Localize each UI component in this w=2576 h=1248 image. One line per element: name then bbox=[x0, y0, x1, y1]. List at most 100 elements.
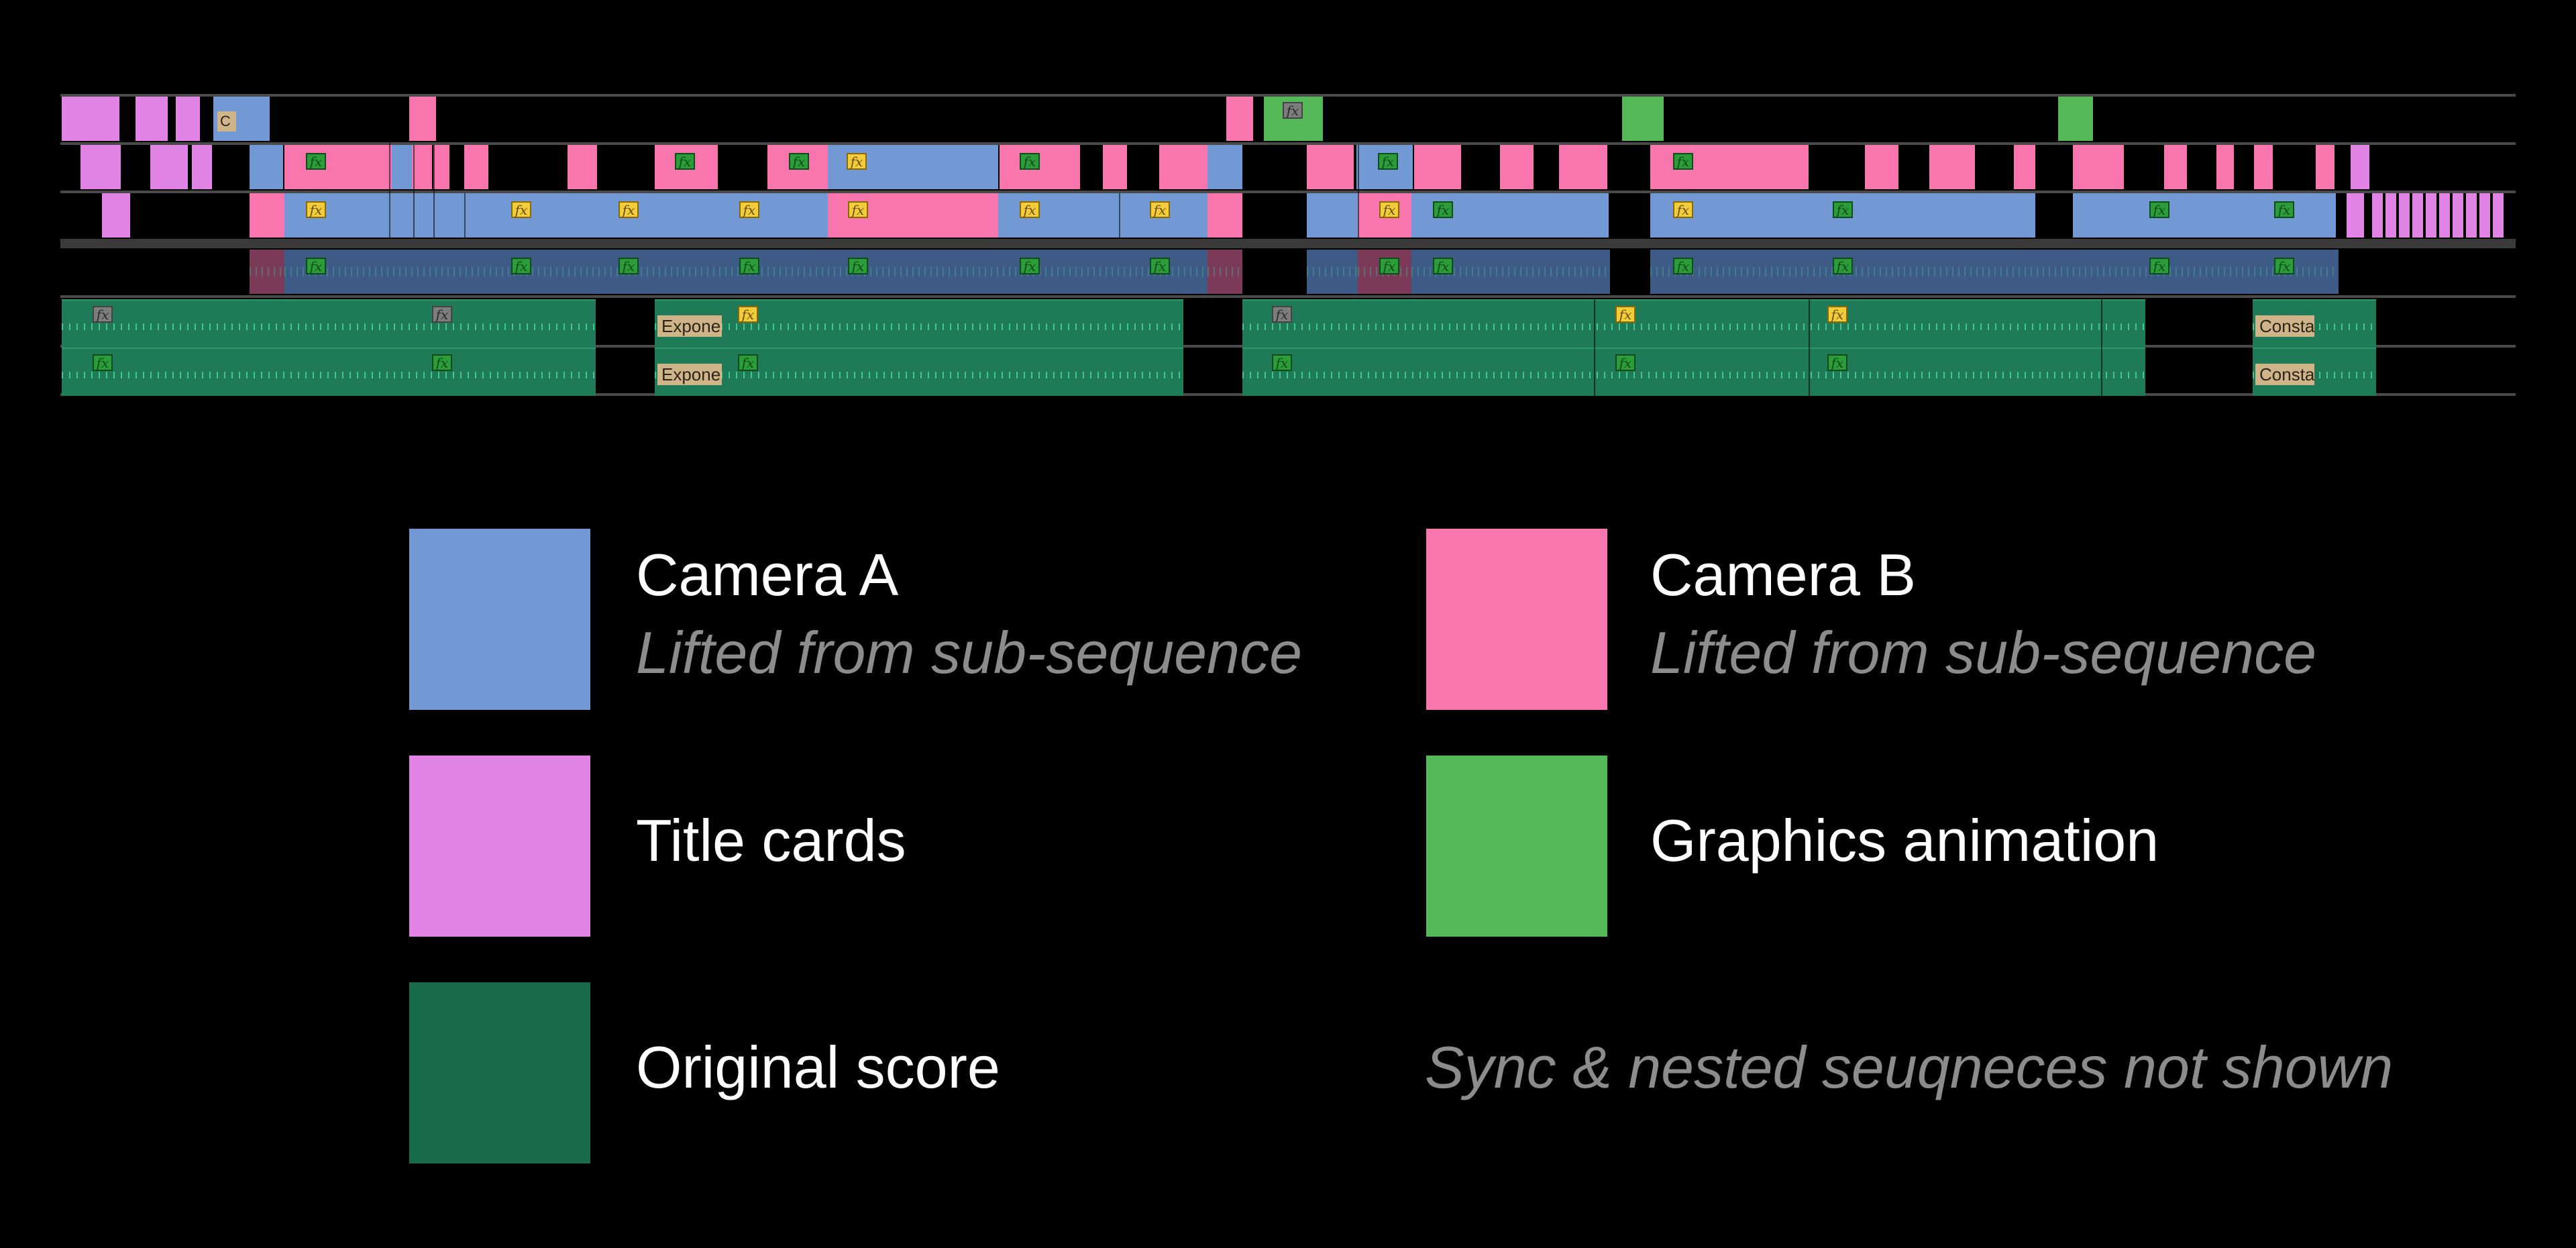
camera-a-clip[interactable] bbox=[2321, 193, 2336, 238]
title-card-clip[interactable] bbox=[2466, 193, 2477, 238]
title-card-clip[interactable] bbox=[2399, 193, 2410, 238]
fx-badge-icon[interactable]: fx bbox=[93, 306, 113, 323]
fx-badge-icon[interactable]: fx bbox=[738, 306, 758, 323]
fx-badge-icon[interactable]: fx bbox=[1827, 354, 1847, 371]
camera-b-clip[interactable] bbox=[1929, 145, 1975, 189]
fx-badge-icon[interactable]: fx bbox=[675, 153, 695, 170]
camera-b-clip[interactable] bbox=[2073, 145, 2124, 189]
fx-badge-icon[interactable]: fx bbox=[306, 258, 326, 274]
camera-b-clip[interactable] bbox=[464, 145, 488, 189]
fx-badge-icon[interactable]: fx bbox=[306, 153, 326, 170]
camera-a-clip[interactable] bbox=[1307, 193, 1358, 238]
fx-badge-icon[interactable]: fx bbox=[619, 201, 639, 218]
fx-badge-icon[interactable]: fx bbox=[1283, 102, 1303, 119]
fx-badge-icon[interactable]: fx bbox=[1433, 201, 1453, 218]
fx-badge-icon[interactable]: fx bbox=[511, 258, 531, 274]
audio-clip[interactable] bbox=[1650, 250, 2339, 294]
title-card-clip[interactable] bbox=[2493, 193, 2504, 238]
fx-badge-icon[interactable]: fx bbox=[306, 201, 326, 218]
score-clip[interactable] bbox=[655, 299, 1183, 348]
audio-clip[interactable] bbox=[1208, 250, 1242, 294]
title-card-clip[interactable] bbox=[2479, 193, 2490, 238]
fx-badge-icon[interactable]: fx bbox=[1615, 354, 1635, 371]
camera-b-clip[interactable] bbox=[2216, 145, 2234, 189]
camera-b-clip[interactable] bbox=[1208, 193, 1242, 238]
camera-a-clip[interactable] bbox=[1975, 193, 2015, 238]
camera-a-clip[interactable] bbox=[250, 145, 283, 189]
title-card-clip[interactable] bbox=[176, 97, 200, 141]
fx-badge-icon[interactable]: fx bbox=[1272, 306, 1292, 323]
camera-b-clip[interactable] bbox=[433, 145, 449, 189]
title-cards-clip[interactable] bbox=[80, 145, 121, 189]
fx-badge-icon[interactable]: fx bbox=[1833, 201, 1853, 218]
fx-badge-icon[interactable]: fx bbox=[1378, 153, 1398, 170]
fx-badge-icon[interactable]: fx bbox=[2274, 258, 2294, 274]
score-clip[interactable] bbox=[62, 299, 596, 348]
graphics-clip[interactable] bbox=[1622, 97, 1664, 141]
fx-badge-icon[interactable]: fx bbox=[2149, 201, 2169, 218]
camera-b-clip[interactable] bbox=[1559, 145, 1607, 189]
fx-badge-icon[interactable]: fx bbox=[738, 354, 758, 371]
title-card-clip[interactable] bbox=[62, 97, 119, 141]
camera-b-clip[interactable] bbox=[2014, 145, 2035, 189]
camera-a-clip[interactable] bbox=[392, 145, 412, 189]
camera-b-clip[interactable] bbox=[2164, 145, 2187, 189]
fx-badge-icon[interactable]: fx bbox=[93, 354, 113, 371]
camera-b-clip[interactable] bbox=[250, 193, 284, 238]
audio-clip[interactable] bbox=[250, 250, 284, 294]
fx-badge-icon[interactable]: fx bbox=[432, 306, 452, 323]
camera-a-clip[interactable] bbox=[490, 193, 600, 238]
fx-badge-icon[interactable]: fx bbox=[1379, 258, 1399, 274]
score-clip[interactable] bbox=[62, 348, 596, 396]
title-card-clip[interactable] bbox=[2385, 193, 2396, 238]
camera-b-clip[interactable] bbox=[1226, 97, 1253, 141]
audio-clip[interactable] bbox=[1307, 250, 1358, 294]
camera-a-clip[interactable] bbox=[1809, 193, 1929, 238]
fx-badge-icon[interactable]: fx bbox=[739, 201, 759, 218]
camera-a-clip[interactable] bbox=[392, 193, 490, 238]
title-card-clip[interactable] bbox=[136, 97, 168, 141]
score-clip[interactable] bbox=[1242, 299, 2145, 348]
camera-b-clip[interactable] bbox=[568, 145, 597, 189]
fx-badge-icon[interactable]: fx bbox=[1833, 258, 1853, 274]
camera-a-clip[interactable] bbox=[1929, 193, 1975, 238]
fx-badge-icon[interactable]: fx bbox=[1673, 201, 1693, 218]
title-card-clip[interactable] bbox=[2426, 193, 2436, 238]
camera-b-clip[interactable] bbox=[284, 145, 392, 189]
fx-badge-icon[interactable]: fx bbox=[848, 201, 868, 218]
camera-b-clip[interactable] bbox=[1103, 145, 1127, 189]
camera-a-clip[interactable] bbox=[998, 193, 1119, 238]
camera-b-clip[interactable] bbox=[1865, 145, 1898, 189]
camera-a-clip[interactable] bbox=[1559, 193, 1609, 238]
camera-b-clip[interactable] bbox=[1000, 145, 1080, 189]
camera-b-clip[interactable] bbox=[2254, 145, 2273, 189]
title-cards-clip[interactable] bbox=[192, 145, 212, 189]
fx-badge-icon[interactable]: fx bbox=[1673, 258, 1693, 274]
title-cards-clip[interactable] bbox=[2351, 145, 2369, 189]
title-cards-clip[interactable] bbox=[170, 145, 188, 189]
title-card-clip[interactable] bbox=[2412, 193, 2423, 238]
camera-b-clip[interactable] bbox=[1307, 145, 1354, 189]
camera-a-clip[interactable] bbox=[2127, 193, 2238, 238]
fx-badge-icon[interactable]: fx bbox=[1615, 306, 1635, 323]
fx-badge-icon[interactable]: fx bbox=[432, 354, 452, 371]
fx-badge-icon[interactable]: fx bbox=[789, 153, 809, 170]
score-clip[interactable] bbox=[2253, 348, 2376, 396]
fx-badge-icon[interactable]: fx bbox=[848, 258, 868, 274]
fx-badge-icon[interactable]: fx bbox=[1020, 153, 1040, 170]
camera-a-clip[interactable] bbox=[1208, 145, 1242, 189]
fx-badge-icon[interactable]: fx bbox=[1150, 201, 1170, 218]
fx-badge-icon[interactable]: fx bbox=[1379, 201, 1399, 218]
fx-badge-icon[interactable]: fx bbox=[2149, 258, 2169, 274]
title-cards-clip[interactable] bbox=[102, 193, 130, 238]
fx-badge-icon[interactable]: fx bbox=[2274, 201, 2294, 218]
camera-b-clip[interactable] bbox=[1500, 145, 1534, 189]
fx-badge-icon[interactable]: fx bbox=[1673, 153, 1693, 170]
score-clip[interactable] bbox=[1242, 348, 2145, 396]
fx-badge-icon[interactable]: fx bbox=[1020, 258, 1040, 274]
camera-a-clip[interactable] bbox=[2073, 193, 2127, 238]
camera-b-clip[interactable] bbox=[2316, 145, 2334, 189]
camera-b-clip[interactable] bbox=[412, 145, 432, 189]
fx-badge-icon[interactable]: fx bbox=[1020, 201, 1040, 218]
fx-badge-icon[interactable]: fx bbox=[619, 258, 639, 274]
